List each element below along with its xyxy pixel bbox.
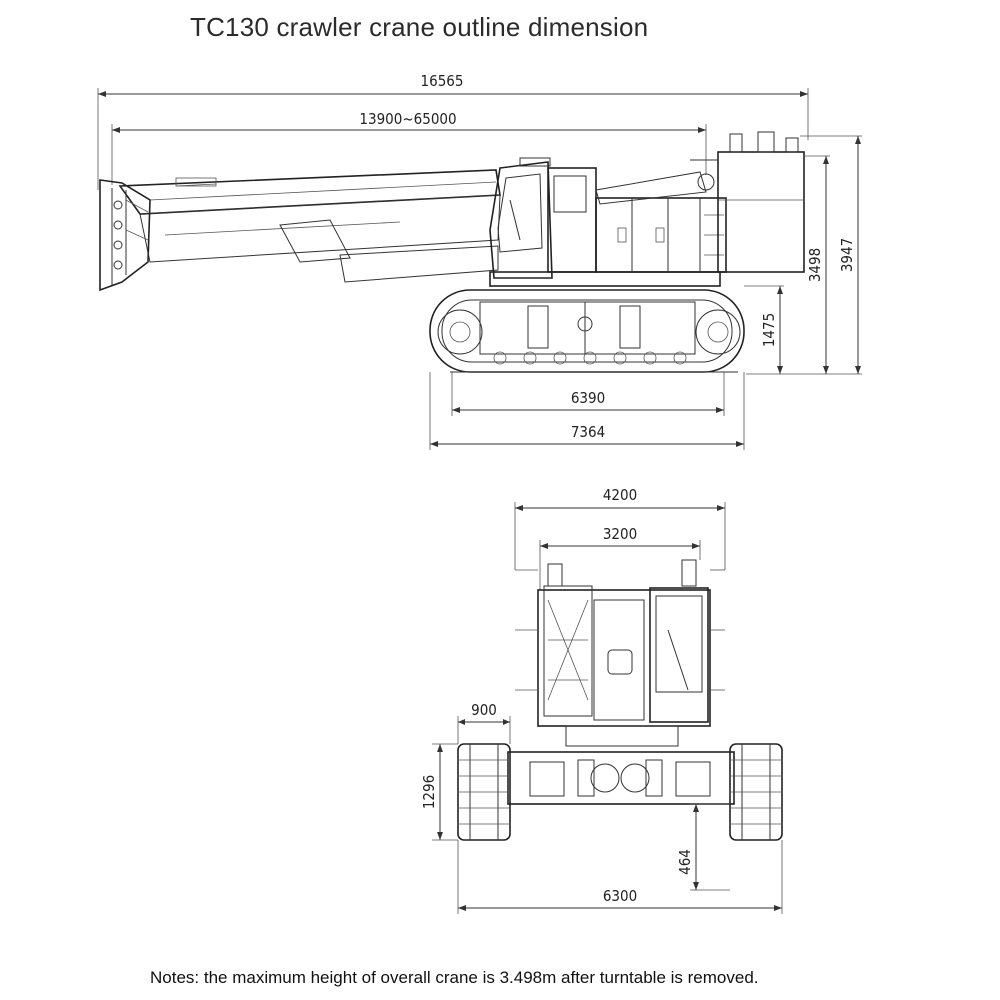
superstructure [489,131,805,287]
dimension-boom-length: 13900~65000 [111,110,707,185]
front-view: 4200 3200 [420,486,783,914]
track-shoe-width-label: 900 [471,701,497,719]
front-carbody [507,751,735,805]
dimension-ground-clearance: 464 [676,803,730,891]
dimension-superstructure-width: 4200 [514,486,726,570]
front-superstructure [515,559,725,747]
boom-length-label: 13900~65000 [359,110,456,128]
page-title: TC130 crawler crane outline dimension [190,12,649,42]
boom-head [99,179,151,292]
side-view: 16565 13900~65000 [97,72,862,450]
dimension-track-lengths: 6390 7364 [429,372,745,450]
dimension-turntable-width: 3200 [539,525,701,590]
dimension-heights: 3947 3498 1475 [744,135,862,375]
track-height-label: 1296 [420,775,438,809]
telescopic-boom [118,169,501,283]
dimension-track-shoe-width: 900 [457,701,511,744]
dimension-overall-length: 16565 [97,72,809,190]
front-track-left [457,743,511,841]
height-overall-label: 3947 [838,238,856,272]
ground-clearance-label: 464 [676,849,694,875]
dimension-track-gauge-width: 6300 [457,840,783,914]
height-counterweight-label: 1475 [760,313,778,347]
track-gauge-width-label: 6300 [603,887,637,905]
front-track-right [729,743,783,841]
superstructure-width-label: 4200 [603,486,637,504]
dimension-track-height: 1296 [420,743,458,841]
overall-length-label: 16565 [421,72,464,90]
track-length-label: 7364 [571,423,605,441]
track-tumbler-distance-label: 6390 [571,389,605,407]
footnote: Notes: the maximum height of overall cra… [150,968,759,987]
crawler-track-side [429,289,745,373]
turntable-width-label: 3200 [603,525,637,543]
height-cab-label: 3498 [806,248,824,282]
